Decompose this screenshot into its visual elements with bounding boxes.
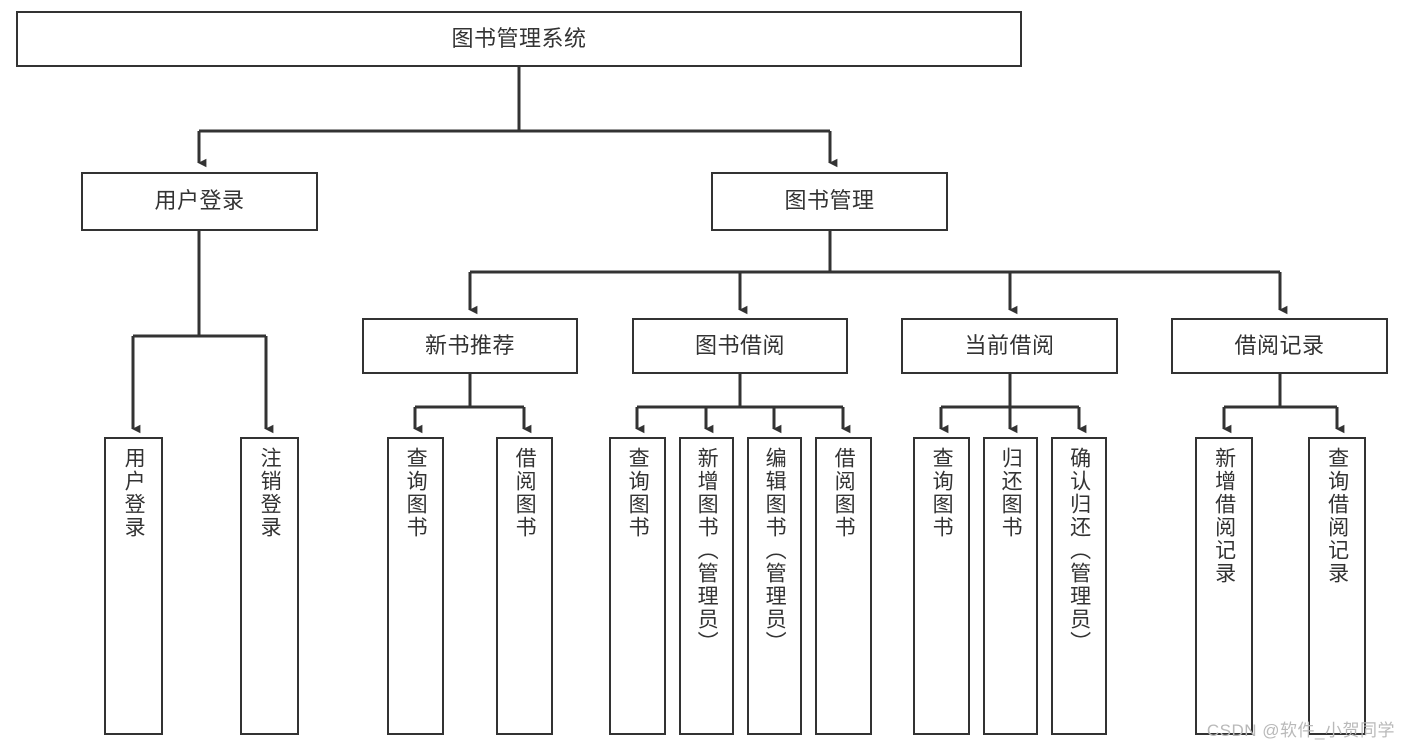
watermark-text: CSDN @软件_小贺同学 [1206, 721, 1395, 740]
node-leaf-query-book-1[interactable]: 查询图书 [387, 437, 444, 735]
node-leaf-add-record-label: 新增借阅记录 [1212, 447, 1236, 585]
node-leaf-borrow-book-2-label: 借阅图书 [832, 447, 856, 539]
node-leaf-add-book-label: 新增图书（管理员） [695, 447, 719, 654]
node-leaf-add-record[interactable]: 新增借阅记录 [1195, 437, 1253, 735]
node-leaf-query-book-2-label: 查询图书 [626, 447, 650, 539]
node-leaf-logout-label: 注销登录 [258, 447, 282, 539]
node-leaf-query-book-3[interactable]: 查询图书 [913, 437, 970, 735]
node-leaf-query-book-2[interactable]: 查询图书 [609, 437, 666, 735]
node-current-borrow-label: 当前借阅 [964, 332, 1055, 358]
node-new-book-rec-label: 新书推荐 [424, 332, 515, 358]
node-book-manage-label: 图书管理 [784, 188, 875, 214]
node-user-login-label: 用户登录 [154, 188, 245, 214]
node-leaf-return-book-label: 归还图书 [999, 447, 1023, 539]
node-leaf-user-login-label: 用户登录 [122, 447, 146, 539]
node-leaf-user-login[interactable]: 用户登录 [104, 437, 163, 735]
node-new-book-rec[interactable]: 新书推荐 [362, 318, 578, 374]
node-leaf-query-book-3-label: 查询图书 [930, 447, 954, 539]
node-root[interactable]: 图书管理系统 [16, 11, 1022, 67]
node-borrow-record-label: 借阅记录 [1234, 332, 1325, 358]
node-user-login[interactable]: 用户登录 [81, 172, 318, 231]
node-leaf-return-book[interactable]: 归还图书 [983, 437, 1038, 735]
node-leaf-logout[interactable]: 注销登录 [240, 437, 299, 735]
node-leaf-confirm-return-label: 确认归还（管理员） [1067, 447, 1091, 654]
node-book-borrow[interactable]: 图书借阅 [632, 318, 848, 374]
node-leaf-query-book-1-label: 查询图书 [404, 447, 428, 539]
node-leaf-borrow-book-1[interactable]: 借阅图书 [496, 437, 553, 735]
node-borrow-record[interactable]: 借阅记录 [1171, 318, 1388, 374]
node-leaf-query-record[interactable]: 查询借阅记录 [1308, 437, 1366, 735]
node-book-borrow-label: 图书借阅 [694, 332, 785, 358]
node-leaf-edit-book-label: 编辑图书（管理员） [763, 447, 787, 654]
node-leaf-query-record-label: 查询借阅记录 [1325, 447, 1349, 585]
node-root-label: 图书管理系统 [451, 25, 587, 51]
node-leaf-borrow-book-1-label: 借阅图书 [513, 447, 537, 539]
node-current-borrow[interactable]: 当前借阅 [901, 318, 1118, 374]
node-leaf-borrow-book-2[interactable]: 借阅图书 [815, 437, 872, 735]
node-leaf-edit-book[interactable]: 编辑图书（管理员） [747, 437, 802, 735]
node-leaf-add-book[interactable]: 新增图书（管理员） [679, 437, 734, 735]
node-leaf-confirm-return[interactable]: 确认归还（管理员） [1051, 437, 1107, 735]
node-book-manage[interactable]: 图书管理 [711, 172, 948, 231]
